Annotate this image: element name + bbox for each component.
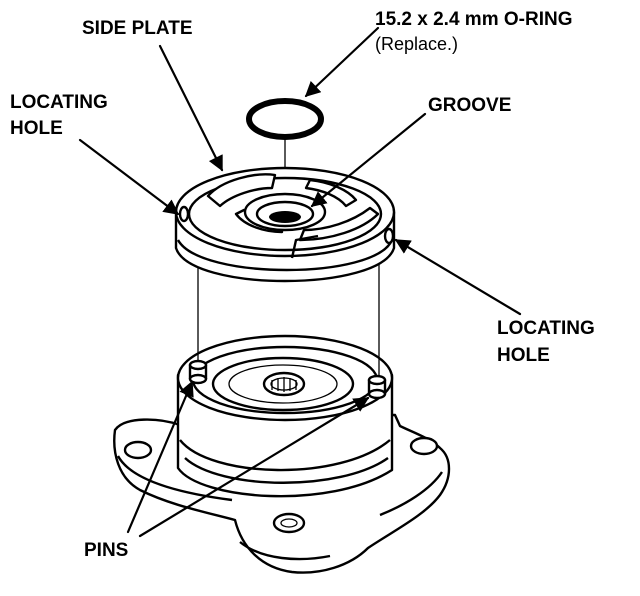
flange-hole-right [409, 436, 439, 456]
label-locating-hole-right-2: HOLE [497, 345, 550, 366]
leader-pin-right [138, 396, 370, 538]
label-o-ring-spec: 15.2 x 2.4 mm O-RING [375, 9, 572, 30]
label-locating-hole-left-1: LOCATING [10, 92, 108, 113]
label-groove: GROOVE [428, 95, 511, 116]
leader-pin-left [126, 380, 194, 534]
label-locating-hole-left-2: HOLE [10, 118, 63, 139]
flange-hole-left [123, 440, 153, 460]
flange-hole-bottom [272, 512, 306, 534]
pin-left [188, 359, 208, 385]
label-side-plate: SIDE PLATE [82, 18, 193, 39]
o-ring [246, 98, 324, 140]
label-o-ring-note: (Replace.) [375, 34, 458, 54]
leader-locating-hole-right [394, 238, 522, 316]
locating-hole-left-mark [178, 205, 190, 223]
leader-groove [310, 112, 427, 208]
side-plate [174, 166, 396, 283]
label-pins: PINS [84, 540, 128, 561]
label-locating-hole-right-1: LOCATING [497, 318, 595, 339]
leader-side-plate [158, 44, 224, 172]
locating-hole-right-mark [383, 227, 395, 245]
pump-housing [113, 334, 451, 574]
leader-locating-hole-left [78, 138, 180, 216]
pin-right [367, 374, 387, 400]
leader-o-ring [304, 26, 380, 98]
